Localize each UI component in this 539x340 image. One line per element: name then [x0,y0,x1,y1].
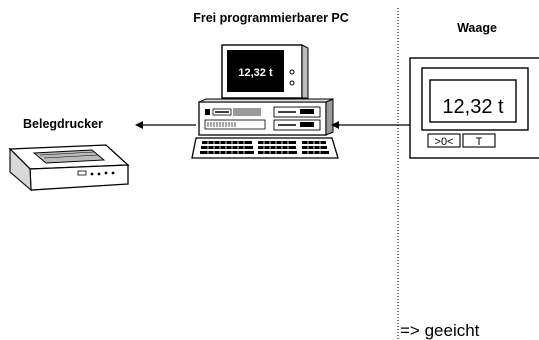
tare-button[interactable] [462,133,496,148]
calibrated-note: => geeicht [400,321,480,340]
receipt-printer-icon [8,144,130,192]
scale-display-value: 12,32 t [442,96,504,118]
pc-title: Frei programmierbarer PC [193,11,349,25]
scale-title: Waage [457,21,497,35]
zero-button[interactable] [427,133,461,148]
pc-monitor-value: 12,32 t [238,67,273,79]
printer-label: Belegdrucker [23,117,103,131]
pc-monitor-screen [227,50,284,92]
scale-display [429,79,517,123]
zero-button-label: >0< [435,136,454,148]
tare-button-label: T [476,136,483,148]
scale-terminal: 12,32 t >0< T [409,57,539,159]
pc-computer-icon: 12,32 t [191,44,339,159]
